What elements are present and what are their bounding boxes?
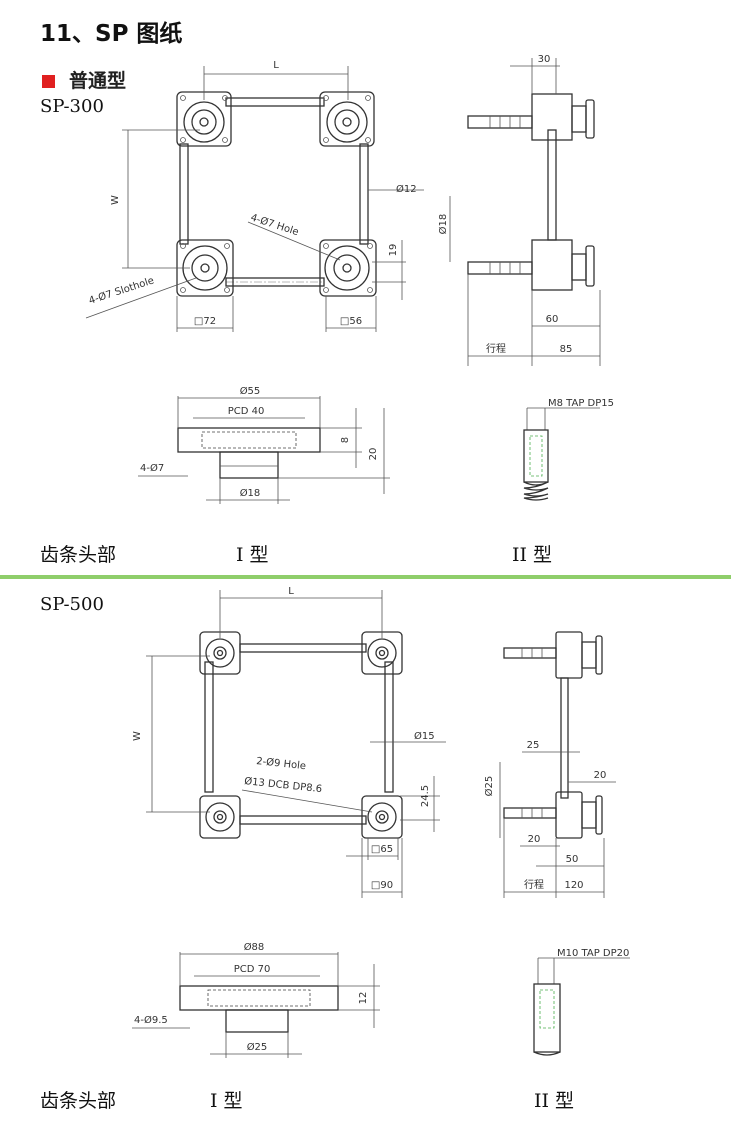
sp500-dim-flange-holes: 4-Ø9.5 (134, 1014, 168, 1026)
sp300-dim-flange-holes: 4-Ø7 (140, 462, 164, 474)
sp300-rack-head: M8 TAP DP15 (523, 398, 614, 501)
sp500-dim-hole: 2-Ø9 Hole (256, 755, 307, 772)
sp500-rack-head: M10 TAP DP20 (533, 948, 630, 1056)
sp300-side-view: 30 Ø18 60 行程 85 (437, 54, 601, 366)
sp500-side-view: 25 20 Ø25 20 50 行程 120 (483, 631, 616, 898)
sp300-dim-60: 60 (546, 314, 559, 325)
sp500-side-rod (560, 677, 569, 799)
sp500-dim-shaft: Ø15 (414, 730, 435, 742)
sp300-dim-W: W (110, 195, 121, 205)
sp500-corner-br (361, 795, 403, 839)
sp500-rod-top (239, 643, 367, 653)
sp300-dim-shaft: Ø12 (396, 183, 417, 195)
sp500-dim-dia25: Ø25 (483, 776, 495, 797)
sp300-dim-boss: Ø18 (240, 487, 261, 499)
sp300-rod-right (359, 143, 369, 245)
subheading: 普通型 (42, 66, 126, 93)
sp500-dim-W: W (132, 731, 143, 741)
model-label-sp300: SP-300 (40, 96, 104, 117)
sp500-rod-bottom (239, 815, 367, 825)
sp300-tap: M8 TAP DP15 (548, 398, 614, 409)
sp500-caption-type2: II 型 (534, 1090, 575, 1112)
page-heading: 11、SP 图纸 (40, 21, 183, 47)
sp500-dim-24-5: 24.5 (420, 785, 431, 807)
sp300-rod-left (179, 143, 189, 245)
sp500-dim-pcd: PCD 70 (234, 964, 271, 975)
sp300-dim-slothole: 4-Ø7 Slothole (87, 274, 155, 306)
sp500-dim-L: L (288, 586, 294, 597)
sp500-drawing: L W Ø15 2-Ø9 Hole Ø13 DCB DP8.6 24.5 □65… (132, 586, 630, 1058)
sp300-dim-stroke: 行程 (486, 342, 506, 355)
sp300-dim-8: 8 (340, 437, 351, 443)
sp300-rod-top (225, 97, 325, 107)
sp500-caption-left: 齿条头部 (40, 1090, 117, 1112)
sp500-dim-25: 25 (527, 740, 540, 751)
sp300-dim-85: 85 (560, 344, 573, 355)
sp300-corner-tr (319, 91, 375, 147)
sp500-top-view: L W Ø15 2-Ø9 Hole Ø13 DCB DP8.6 24.5 □65… (132, 586, 446, 898)
sp500-corner-tr (361, 631, 403, 675)
sp300-flange: Ø55 PCD 40 8 20 4-Ø7 Ø18 (138, 385, 390, 504)
sp300-rod-bottom (225, 277, 325, 287)
sp300-side-rod (547, 129, 557, 241)
red-square-icon (42, 75, 55, 88)
section-divider (0, 575, 731, 579)
sp300-corner-br (319, 239, 377, 297)
sp500-rod-left (204, 661, 214, 793)
sp500-tap: M10 TAP DP20 (557, 948, 629, 959)
sp500-dim-20b: 20 (528, 834, 541, 845)
sp300-dim-flange-dia: Ø55 (240, 385, 261, 397)
sp500-dim-stroke: 行程 (524, 878, 544, 891)
sp500-rod-right (384, 661, 394, 793)
sp500-flange: Ø88 PCD 70 12 4-Ø9.5 Ø25 (132, 941, 380, 1058)
model-label-sp500: SP-500 (40, 594, 104, 615)
sp300-dim-20: 20 (368, 448, 379, 461)
sp500-dim-sq90: □90 (371, 880, 393, 891)
sp300-corner-tl (176, 91, 232, 147)
sp300-dim-sq56: □56 (340, 316, 362, 327)
sp500-caption-type1: I 型 (210, 1090, 243, 1112)
sp300-caption-type2: II 型 (512, 544, 553, 566)
sp300-dim-18: Ø18 (437, 214, 449, 235)
sp300-dim-L: L (273, 60, 279, 71)
sp300-dim-hole: 4-Ø7 Hole (249, 211, 300, 238)
subheading-text: 普通型 (69, 70, 127, 92)
sp500-dim-flange-dia: Ø88 (244, 941, 265, 953)
sp300-dim-sq72: □72 (194, 316, 216, 327)
sp500-dim-50: 50 (566, 854, 579, 865)
sp300-dim-19: 19 (388, 244, 399, 257)
sp500-dim-boss: Ø25 (247, 1041, 268, 1053)
sp500-corner-tl (199, 631, 241, 675)
sp300-drawing: L W Ø12 4-Ø7 Hole 4-Ø7 Slothole 19 □72 □… (85, 54, 614, 504)
sp500-dim-12: 12 (358, 992, 369, 1005)
sp300-top-view: L W Ø12 4-Ø7 Hole 4-Ø7 Slothole 19 □72 □… (85, 60, 424, 332)
sp500-corner-bl (199, 795, 241, 839)
sp300-dim-30: 30 (538, 54, 551, 65)
sp300-caption-left: 齿条头部 (40, 544, 117, 566)
sp500-dim-120: 120 (564, 880, 583, 891)
sp500-dim-20a: 20 (594, 770, 607, 781)
sp300-dim-pcd: PCD 40 (228, 406, 265, 417)
sp500-dim-sq65: □65 (371, 844, 393, 855)
sp300-caption-type1: I 型 (236, 544, 269, 566)
